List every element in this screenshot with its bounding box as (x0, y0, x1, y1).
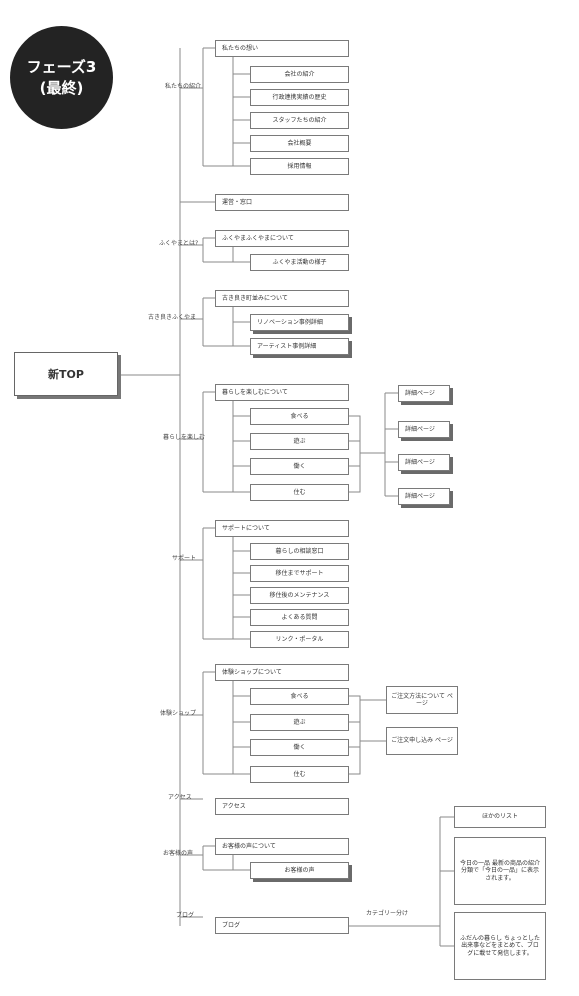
phase-badge-title: フェーズ3 (26, 58, 97, 77)
node-company-profile[interactable]: 会社概要 (250, 135, 349, 152)
node-support-about[interactable]: サポートについて (215, 520, 349, 537)
node-blog-today[interactable]: 今日の一品 最新の商品の紹介 分類で「今日の一品」に表示されます。 (454, 837, 546, 905)
new-top-node[interactable]: 新TOP (14, 352, 118, 396)
node-support-relocation[interactable]: 移住までサポート (250, 565, 349, 582)
section-label-living: 暮らしを楽しむ (163, 434, 206, 441)
node-support-maintenance[interactable]: 移住後のメンテナンス (250, 587, 349, 604)
node-fukuyama-activity[interactable]: ふくやま活動の様子 (250, 254, 349, 271)
node-voice-about[interactable]: お客様の声について (215, 838, 349, 855)
living-bracket (349, 415, 361, 493)
section-label-voice: お客様の声 (163, 850, 194, 857)
section-label-about: 私たちの紹介 (165, 83, 202, 90)
node-shop-about[interactable]: 体験ショップについて (215, 664, 349, 681)
node-operation[interactable]: 運営・窓口 (215, 194, 349, 211)
node-living-about[interactable]: 暮らしを楽しむについて (215, 384, 349, 401)
section-label-old-town: 古き良きふくやま (148, 314, 197, 321)
node-artist-case[interactable]: アーティスト事例詳細 (250, 338, 349, 355)
node-fukuyama-about[interactable]: ふくやまふくやまについて (215, 230, 349, 247)
section-label-blog: ブログ (176, 912, 195, 919)
node-shop-work[interactable]: 働く (250, 739, 349, 756)
node-blog-daily[interactable]: ふだんの暮らし ちょっとした出来事などをまとめて、ブログに載せて発信します。 (454, 912, 546, 980)
node-living-eat[interactable]: 食べる (250, 408, 349, 425)
node-order-apply-page[interactable]: ご注文申し込み ページ (386, 727, 458, 755)
shop-bracket (349, 695, 361, 775)
node-living-work[interactable]: 働く (250, 458, 349, 475)
node-company-intro[interactable]: 会社の紹介 (250, 66, 349, 83)
node-history[interactable]: 行政連携実績の歴史 (250, 89, 349, 106)
node-blog[interactable]: ブログ (215, 917, 349, 934)
node-detail-page-2[interactable]: 詳細ページ (398, 421, 450, 438)
node-detail-page-1[interactable]: 詳細ページ (398, 385, 450, 402)
node-living-live[interactable]: 住む (250, 484, 349, 501)
phase-badge-subtitle: (最終) (39, 78, 84, 97)
node-order-method-page[interactable]: ご注文方法について ページ (386, 686, 458, 714)
section-label-fukuyama: ふくやまとは? (159, 240, 199, 247)
section-label-shop: 体験ショップ (160, 710, 197, 717)
node-voice[interactable]: お客様の声 (250, 862, 349, 879)
section-label-support: サポート (172, 555, 197, 562)
node-support-consult[interactable]: 暮らしの相談窓口 (250, 543, 349, 560)
blog-category-label: カテゴリー分け (366, 910, 409, 917)
node-renovation-case[interactable]: リノベーション事例詳細 (250, 314, 349, 331)
node-old-town-about[interactable]: 古き良き町並みについて (215, 290, 349, 307)
node-living-play[interactable]: 遊ぶ (250, 433, 349, 450)
node-shop-eat[interactable]: 食べる (250, 688, 349, 705)
node-support-faq[interactable]: よくある質問 (250, 609, 349, 626)
node-shop-play[interactable]: 遊ぶ (250, 714, 349, 731)
node-support-links[interactable]: リンク・ポータル (250, 631, 349, 648)
node-our-thoughts[interactable]: 私たちの想い (215, 40, 349, 57)
section-label-access: アクセス (168, 794, 192, 801)
node-staff[interactable]: スタッフたちの紹介 (250, 112, 349, 129)
node-detail-page-3[interactable]: 詳細ページ (398, 454, 450, 471)
node-recruit[interactable]: 採用情報 (250, 158, 349, 175)
node-shop-live[interactable]: 住む (250, 766, 349, 783)
node-access[interactable]: アクセス (215, 798, 349, 815)
node-detail-page-4[interactable]: 詳細ページ (398, 488, 450, 505)
phase-badge: フェーズ3 (最終) (10, 26, 113, 129)
node-blog-other-list[interactable]: ほかのリスト (454, 806, 546, 828)
